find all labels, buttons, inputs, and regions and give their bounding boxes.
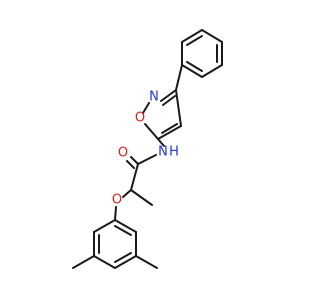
bond xyxy=(114,219,137,233)
bond xyxy=(114,255,137,269)
bond xyxy=(130,163,139,191)
bond xyxy=(186,61,203,72)
bond xyxy=(144,123,159,140)
bond xyxy=(130,156,139,165)
amide-nitrogen-label: N xyxy=(158,145,168,160)
bond xyxy=(201,64,223,78)
bond xyxy=(175,64,183,91)
bond xyxy=(114,206,117,221)
bond xyxy=(201,29,223,43)
ether-oxygen-label: O xyxy=(112,193,122,208)
molecule-canvas: N O N H O O xyxy=(72,29,223,269)
bond xyxy=(126,160,135,169)
bond xyxy=(142,102,150,114)
bond xyxy=(157,138,165,147)
bond xyxy=(72,255,95,269)
bond xyxy=(135,255,158,269)
bond xyxy=(160,89,177,102)
bond xyxy=(186,35,203,46)
bond xyxy=(175,89,182,127)
dimethylphenyl-ring xyxy=(93,219,137,269)
bond xyxy=(93,219,116,233)
molecule-structure: N O N H O O xyxy=(72,29,223,269)
ring-nitrogen-label: N xyxy=(149,90,159,105)
bond xyxy=(161,123,178,134)
bond xyxy=(122,189,132,198)
bond xyxy=(137,154,157,165)
isoxazole-ring xyxy=(142,89,182,140)
ring-oxygen-label: O xyxy=(135,111,145,126)
phenyl-ring xyxy=(181,29,223,78)
carbonyl-oxygen-label: O xyxy=(118,146,128,161)
bond xyxy=(181,64,203,78)
bond xyxy=(114,225,132,236)
amide-hydrogen-label: H xyxy=(169,145,179,160)
bond xyxy=(181,29,203,43)
bond xyxy=(157,125,182,140)
bond xyxy=(114,252,132,263)
bond xyxy=(93,255,116,269)
bond xyxy=(162,95,176,106)
bond xyxy=(130,189,153,206)
